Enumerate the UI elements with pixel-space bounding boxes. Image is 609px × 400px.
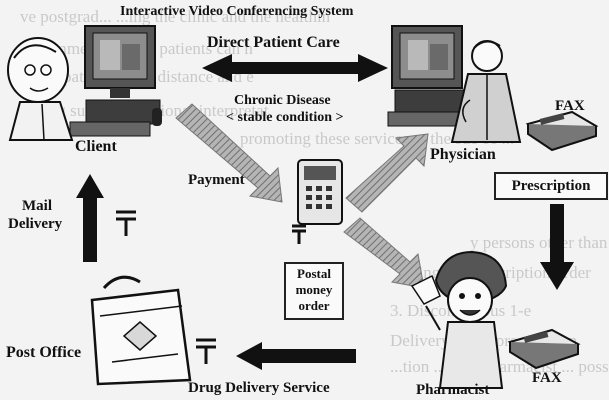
client-computer-icon: [69, 25, 162, 137]
fax-bottom-label: FAX: [532, 370, 562, 386]
mail-label: Mail: [22, 198, 52, 214]
physician-to-pharmacist-hatched-arrow: [343, 217, 425, 289]
postal-mark-icon: [292, 224, 306, 244]
postal-to-physician-hatched-arrow: [345, 133, 429, 213]
bg-text-line: promoting these services ... the sub se …: [240, 129, 515, 148]
prescription-down-arrow: [540, 204, 574, 290]
prescription-box: Prescription: [494, 172, 608, 200]
postal-mark-icon: [116, 210, 136, 236]
postal-terminal-icon: [297, 159, 343, 225]
physician-label: Physician: [430, 146, 496, 163]
direct-care-double-arrow: [202, 54, 388, 82]
delivery-label: Delivery: [8, 216, 63, 232]
fax-machine-bottom-icon: [507, 328, 581, 370]
payment-hatched-arrow: [175, 103, 283, 203]
postal-mark-icon: [196, 338, 216, 364]
fax-machine-top-icon: [525, 110, 599, 152]
pharmacist-person-icon: [410, 250, 508, 389]
stable-condition-label: < stable condition >: [226, 110, 344, 125]
payment-label: Payment: [188, 172, 245, 188]
direct-care-label: Direct Patient Care: [207, 34, 340, 51]
post-office-label: Post Office: [6, 344, 82, 361]
fax-top-label: FAX: [555, 98, 585, 114]
postal-line: Postal: [297, 266, 331, 281]
mail-delivery-up-arrow: [76, 174, 104, 262]
physician-person-icon: [450, 40, 522, 143]
mailbag-icon: [90, 275, 192, 386]
client-person-icon: [7, 37, 74, 141]
bg-text-line: ve postgrad... ...ing the clinic and the…: [20, 7, 331, 26]
client-label: Client: [75, 138, 117, 155]
chronic-disease-label: Chronic Disease: [234, 93, 331, 108]
drug-delivery-left-arrow: [236, 342, 356, 370]
pharmacist-label: Pharmacist: [416, 382, 490, 398]
bg-text-line: y persons other than the ... fo: [470, 233, 609, 252]
physician-computer-icon: [387, 25, 476, 127]
postal-money-order-box: Postal money order: [284, 262, 344, 320]
order-line: order: [298, 298, 330, 313]
diagram-title: Interactive Video Conferencing System: [120, 4, 354, 19]
money-line: money: [295, 282, 333, 297]
drug-delivery-label: Drug Delivery Service: [188, 380, 330, 396]
